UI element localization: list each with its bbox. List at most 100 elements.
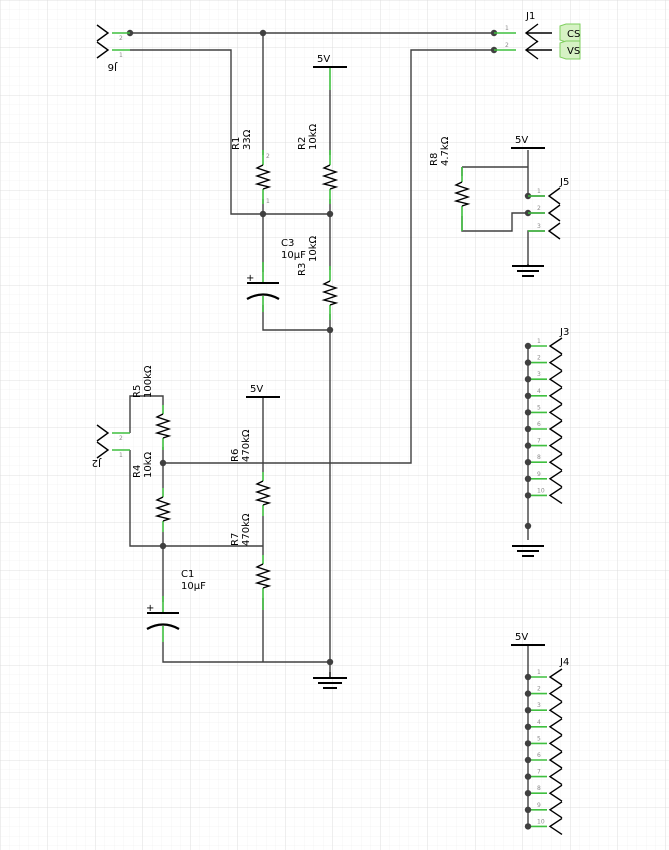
resistor-r2[interactable]: R2 10kΩ [297, 123, 339, 204]
j6-pin-2-label: 2 [119, 35, 123, 42]
r8-ref-label: R8 [429, 153, 440, 166]
j4-pin-contact [548, 751, 563, 769]
r7-ref-label: R7 [230, 533, 241, 546]
j4-pin-contact [548, 734, 563, 752]
j4-pin-contact [548, 817, 563, 835]
capacitor-c1[interactable]: + C1 10µF [146, 569, 206, 642]
j4-pin-label: 6 [537, 752, 541, 759]
j3-pin-label: 5 [537, 404, 541, 411]
junction-dot [524, 690, 532, 697]
junction-dot [524, 707, 532, 714]
capacitor-c3[interactable]: + C3 10µF [246, 238, 306, 312]
j4-pin-label: 10 [537, 818, 545, 825]
junction-dot [524, 723, 532, 730]
c3-ref-label: C3 [281, 238, 294, 249]
j4-pin-label: 4 [537, 719, 541, 726]
r4-value-label: 10kΩ [143, 451, 154, 478]
j4-pin-label: 1 [537, 669, 541, 676]
junction-dot [524, 773, 532, 780]
j4-pin-contact [548, 768, 563, 786]
resistor-r1[interactable]: 2 1 R1 33Ω [231, 129, 272, 205]
junction-dot [524, 425, 532, 433]
net-label-vs: VS [567, 46, 580, 57]
r1-ref-label: R1 [231, 137, 242, 150]
j3-pin-contact [548, 337, 563, 355]
junction-dot [524, 376, 532, 383]
svg-text:1: 1 [266, 198, 270, 205]
j4-pin-label: 8 [537, 785, 541, 792]
j1-pin-2-label: 2 [505, 42, 509, 49]
r1-value-label: 33Ω [242, 129, 253, 150]
j6-ref-label: J6 [108, 61, 118, 72]
j5-pin-3-label: 3 [537, 223, 541, 230]
j3-pin-label: 3 [537, 371, 541, 378]
j1-ref-label: J1 [525, 11, 535, 22]
ground-symbol-j3 [512, 545, 544, 557]
resistor-r4[interactable]: R4 10kΩ [132, 451, 172, 532]
j3-pin-contact [548, 387, 563, 405]
j4-ref-label: J4 [559, 657, 569, 668]
j4-pin-contact [548, 801, 563, 819]
j2-pin-2-label: 2 [119, 435, 123, 442]
junction-dot [524, 342, 532, 350]
c3-polarity-mark: + [246, 273, 254, 284]
j3-pin-contact [548, 453, 563, 471]
j3-pin-label: 8 [537, 454, 541, 461]
r5-value-label: 100kΩ [143, 365, 154, 398]
net-flag-vs: VS [559, 40, 581, 60]
j4-pin-contact [548, 685, 563, 703]
r7-value-label: 470kΩ [241, 513, 252, 546]
rail-label: 5V [515, 632, 528, 643]
resistor-r3[interactable]: R3 10kΩ [297, 235, 339, 320]
j2-ref-label: J2 [92, 457, 102, 468]
net-flag-cs: CS [559, 23, 581, 43]
resistor-r6[interactable]: R6 470kΩ [230, 429, 272, 516]
r3-ref-label: R3 [297, 263, 308, 276]
j3-pin-contact [548, 437, 563, 455]
j3-pin-contact [548, 354, 563, 372]
connector-j2[interactable]: 2 1 J2 [92, 424, 130, 468]
rail-label: 5V [317, 54, 330, 65]
junction-dot [524, 673, 532, 681]
r6-value-label: 470kΩ [241, 429, 252, 462]
junction-dot [524, 740, 532, 747]
connector-j5[interactable]: 1 2 3 J5 [528, 177, 569, 240]
junction-dot [524, 459, 532, 466]
rail-label: 5V [250, 384, 263, 395]
junction-dot [524, 823, 532, 830]
c1-value-label: 10µF [181, 581, 206, 592]
j5-pin-1-label: 1 [537, 188, 541, 195]
r2-ref-label: R2 [297, 137, 308, 150]
j4-pin-contact [548, 701, 563, 719]
junction-dot [524, 756, 532, 764]
resistor-r5[interactable]: R5 100kΩ [132, 365, 172, 450]
connector-j1[interactable]: 1 2 J1 [494, 11, 552, 60]
j3-pin-label: 2 [537, 355, 541, 362]
junction-dot [524, 409, 532, 416]
j3-pin-label: 9 [537, 471, 541, 478]
j4-pin-label: 7 [537, 769, 541, 776]
j5-pin-2-label: 2 [537, 205, 541, 212]
junction-dot [524, 790, 532, 797]
r4-ref-label: R4 [132, 465, 143, 478]
connector-j6[interactable]: 2 1 J6 [96, 24, 130, 72]
j3-ref-label: J3 [559, 327, 569, 338]
power-rail-5v-r6: 5V [246, 384, 280, 398]
junction-dot [524, 492, 532, 499]
net-label-cs: CS [567, 29, 580, 40]
j5-ref-label: J5 [559, 177, 569, 188]
j1-pin-1-label: 1 [505, 25, 509, 32]
resistor-r7[interactable]: R7 470kΩ [230, 513, 272, 610]
junctions [126, 29, 532, 666]
j2-pin-1-label: 1 [119, 452, 123, 459]
junction-dot [524, 475, 532, 482]
resistor-r8[interactable]: R8 4.7kΩ [429, 136, 471, 231]
ground-symbol-j5 [512, 264, 544, 277]
power-rail-5v-j5: 5V [511, 135, 545, 149]
r8-value-label: 4.7kΩ [440, 136, 451, 166]
c1-ref-label: C1 [181, 569, 194, 580]
